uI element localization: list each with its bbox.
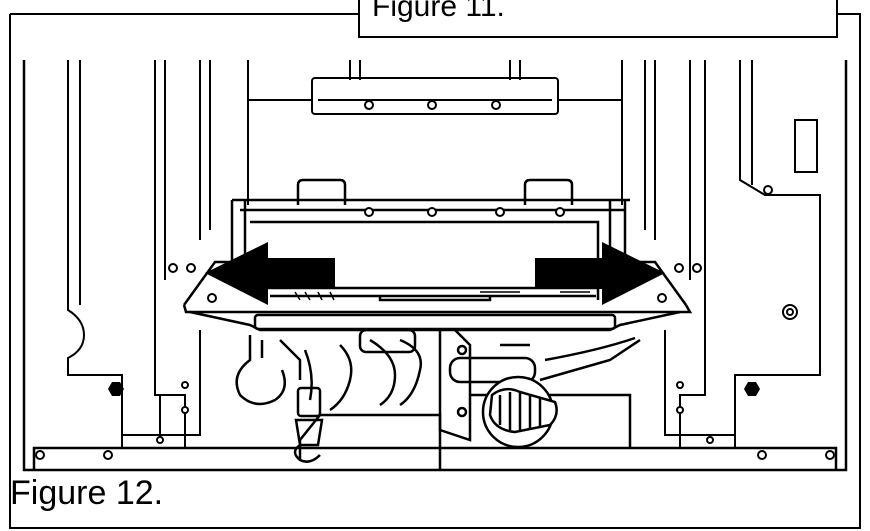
arrow-right-icon — [535, 242, 665, 305]
hex-nuts — [108, 382, 760, 396]
figure-11-caption-box: Figure 11. — [358, 0, 838, 38]
arrow-left-icon — [205, 242, 335, 305]
tray-marks — [294, 291, 590, 301]
right-side-panel — [644, 60, 821, 448]
figure-11-label: Figure 11. — [372, 0, 505, 23]
knob-icon — [481, 375, 558, 449]
screws — [35, 100, 835, 460]
figure-12-label: Figure 12. — [10, 474, 164, 512]
left-side-panel — [67, 60, 211, 448]
cabinet-outline — [22, 60, 848, 472]
top-bracket — [247, 60, 623, 205]
outer-frame — [9, 13, 861, 529]
